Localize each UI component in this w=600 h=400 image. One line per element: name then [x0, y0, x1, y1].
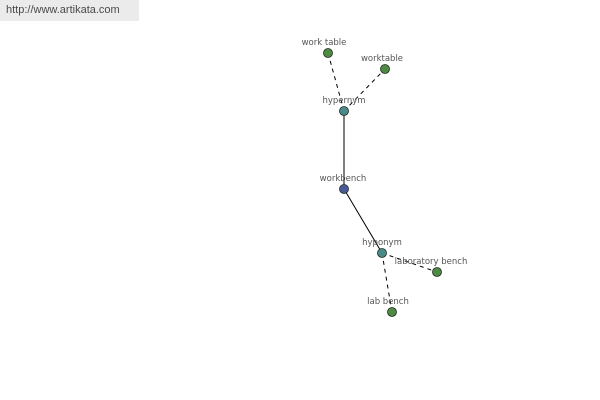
label-laboratory-bench: laboratory bench — [395, 257, 468, 267]
node-work-table[interactable] — [323, 48, 333, 58]
edge-hyponym-lab-bench — [381, 252, 393, 313]
label-work-table: work table — [302, 38, 347, 48]
node-laboratory-bench[interactable] — [432, 267, 442, 277]
node-worktable[interactable] — [380, 64, 390, 74]
label-workbench: workbench — [320, 174, 367, 184]
edge-hyponym-laboratory-bench — [381, 252, 438, 273]
node-hyponym[interactable] — [377, 248, 387, 258]
edge-hypernym-worktable — [343, 68, 386, 112]
label-worktable: worktable — [361, 54, 403, 64]
node-lab-bench[interactable] — [387, 307, 397, 317]
edge-hypernym-work-table — [327, 52, 345, 112]
node-workbench[interactable] — [339, 184, 349, 194]
label-hyponym: hyponym — [362, 238, 402, 248]
source-url-link[interactable]: http://www.artikata.com — [0, 0, 139, 21]
node-hypernym[interactable] — [339, 106, 349, 116]
edge-workbench-hyponym — [343, 188, 383, 254]
label-lab-bench: lab bench — [367, 297, 409, 307]
label-hypernym: hypernym — [322, 96, 365, 106]
